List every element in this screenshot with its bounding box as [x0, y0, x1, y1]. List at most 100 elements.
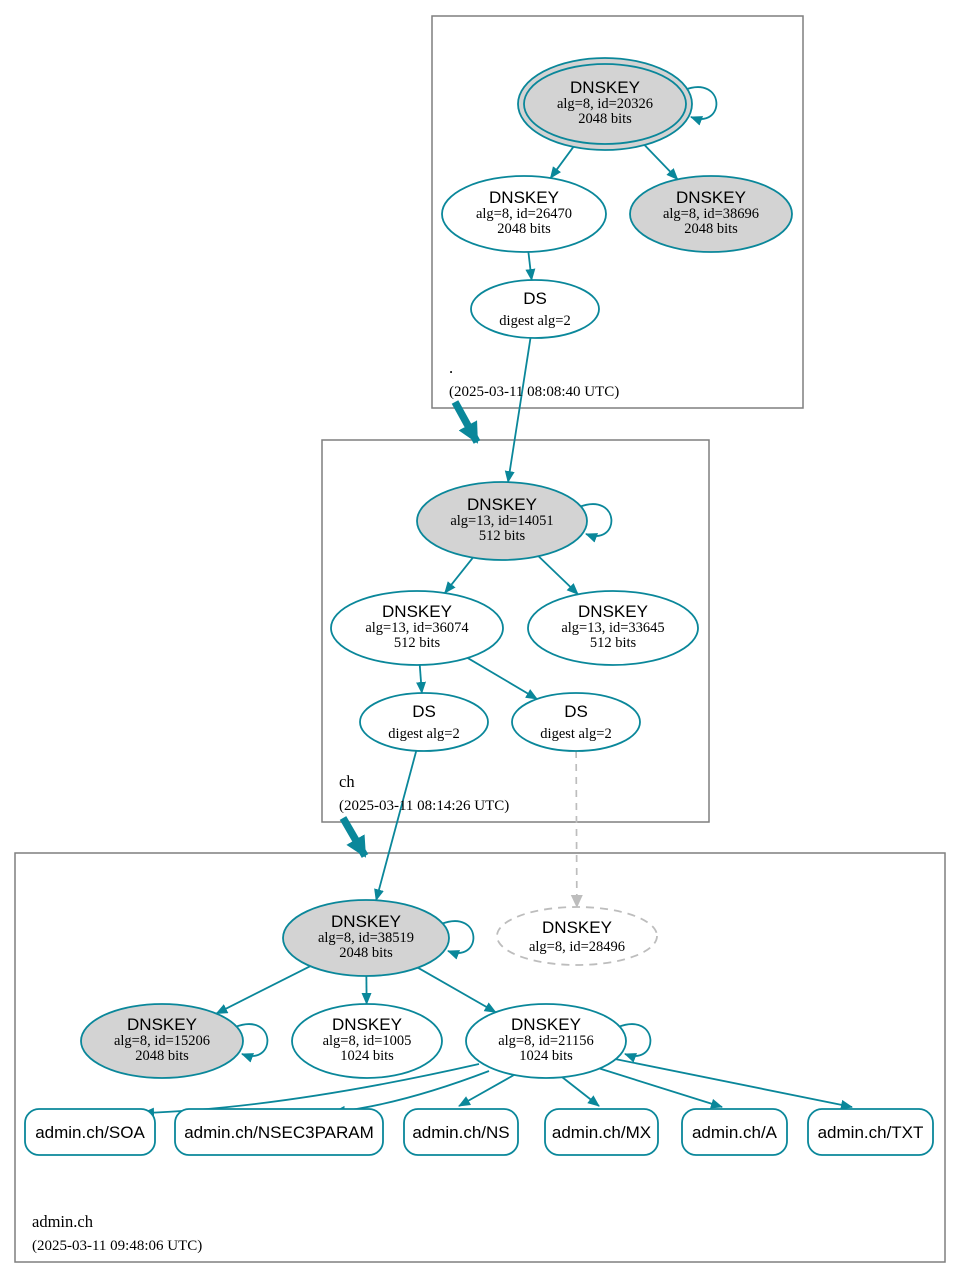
- root-ksk-20326-shape: [523, 63, 687, 145]
- adminch-ksk-38519-selfsign-arrow: [440, 920, 475, 960]
- ch-zsk-36074-shape: [330, 590, 504, 666]
- root-ksk-20326-line-2: 2048 bits: [578, 111, 632, 127]
- edge-root-zsk-26470-to-root-ds: [525, 251, 536, 282]
- rrset-txt-label: admin.ch/TXT: [818, 1123, 924, 1142]
- delegation-arrow-root-to-ch: [451, 400, 481, 444]
- ch-zsk-33645-shape: [527, 590, 699, 666]
- ch-ksk-14051-line-1: alg=13, id=14051: [450, 513, 553, 529]
- ch-ksk-14051-line-0: DNSKEY: [467, 495, 537, 514]
- root-zsk-26470-line-2: 2048 bits: [497, 221, 551, 237]
- ch-ds-left-line-1: digest alg=2: [388, 726, 459, 742]
- rrset-mx-label: admin.ch/MX: [552, 1123, 651, 1142]
- rrset-nsec3param-label: admin.ch/NSEC3PARAM: [184, 1123, 374, 1142]
- adminch-zsk-1005-line-0: DNSKEY: [332, 1015, 402, 1034]
- ch-ksk-14051-line-2: 512 bits: [479, 528, 526, 544]
- adminch-dnskey-28496-shape: [496, 906, 658, 966]
- node-rrset-mx[interactable]: admin.ch/MX: [544, 1108, 659, 1156]
- edge-adminch-ksk-38519-to-adminch-ksk-15206: [215, 965, 311, 1015]
- ch-ksk-14051-shape: [416, 481, 588, 561]
- adminch-zsk-21156-shape: [465, 1003, 627, 1079]
- edge-adminch-zsk-21156-to-rrset-txt: [614, 1058, 853, 1110]
- rrset-mx-shape: [544, 1108, 659, 1156]
- rrset-nsec3param-shape: [174, 1108, 384, 1156]
- zone-timestamp-root: (2025-03-11 08:08:40 UTC): [449, 384, 619, 400]
- zone-label-admin-ch: admin.ch: [32, 1212, 94, 1231]
- adminch-zsk-21156-selfsign-arrow: [617, 1023, 652, 1063]
- root-ksk-20326-selfsign-arrow: [683, 86, 718, 126]
- delegation-arrow-ch-to-admin-ch: [339, 816, 369, 858]
- root-zsk-26470-line-1: alg=8, id=26470: [476, 206, 572, 222]
- root-dnskey-38696-line-1: alg=8, id=38696: [663, 206, 759, 222]
- adminch-zsk-21156-line-0: DNSKEY: [511, 1015, 581, 1034]
- root-dnskey-38696-line-2: 2048 bits: [684, 221, 738, 237]
- node-rrset-ns[interactable]: admin.ch/NS: [403, 1108, 519, 1156]
- node-rrset-nsec3param[interactable]: admin.ch/NSEC3PARAM: [174, 1108, 384, 1156]
- adminch-zsk-21156-line-2: 1024 bits: [519, 1048, 573, 1064]
- edge-adminch-zsk-21156-to-rrset-ns: [458, 1074, 515, 1107]
- ch-ds-right-shape: [511, 692, 641, 752]
- node-rrset-a[interactable]: admin.ch/A: [681, 1108, 788, 1156]
- node-rrset-txt[interactable]: admin.ch/TXT: [807, 1108, 934, 1156]
- rrset-ns-shape: [403, 1108, 519, 1156]
- ch-ds-left-shape: [359, 692, 489, 752]
- rrset-a-label: admin.ch/A: [692, 1123, 778, 1142]
- rrset-a-shape: [681, 1108, 788, 1156]
- adminch-zsk-21156-line-1: alg=8, id=21156: [498, 1033, 594, 1049]
- zone-label-root: .: [449, 358, 453, 377]
- ch-zsk-36074-line-2: 512 bits: [394, 635, 441, 651]
- adminch-zsk-1005-shape: [291, 1003, 443, 1079]
- edge-root-ds-to-ch-ksk-14051: [504, 337, 532, 484]
- rrset-soa-label: admin.ch/SOA: [35, 1123, 145, 1142]
- zone-timestamp-admin-ch: (2025-03-11 09:48:06 UTC): [32, 1238, 202, 1254]
- adminch-zsk-1005-line-2: 1024 bits: [340, 1048, 394, 1064]
- node-rrset-soa[interactable]: admin.ch/SOA: [24, 1108, 156, 1156]
- adminch-dnskey-28496-line-1: alg=8, id=28496: [529, 939, 625, 955]
- edge-ch-zsk-36074-to-ch-ds-left: [416, 664, 427, 695]
- ch-zsk-36074-line-1: alg=13, id=36074: [365, 620, 469, 636]
- root-ksk-20326-line-0: DNSKEY: [570, 78, 640, 97]
- adminch-ksk-15206-line-1: alg=8, id=15206: [114, 1033, 210, 1049]
- adminch-ksk-15206-line-2: 2048 bits: [135, 1048, 189, 1064]
- root-dnskey-38696-line-0: DNSKEY: [676, 188, 746, 207]
- root-zsk-26470-shape: [441, 175, 607, 253]
- root-dnskey-38696-shape: [629, 175, 793, 253]
- rrset-txt-shape: [807, 1108, 934, 1156]
- edge-adminch-zsk-21156-to-rrset-a: [597, 1067, 723, 1109]
- adminch-ksk-38519-line-0: DNSKEY: [331, 912, 401, 931]
- zone-label-ch: ch: [339, 772, 355, 791]
- adminch-ksk-15206-shape: [80, 1003, 244, 1079]
- ch-ds-right-line-0: DS: [564, 702, 588, 721]
- rrset-soa-shape: [24, 1108, 156, 1156]
- adminch-dnskey-28496-line-0: DNSKEY: [542, 918, 612, 937]
- adminch-ksk-38519-line-1: alg=8, id=38519: [318, 930, 414, 946]
- edge-ch-ksk-14051-to-ch-zsk-36074: [444, 557, 474, 594]
- node-ch-ds-left[interactable]: DS digest alg=2: [359, 692, 489, 752]
- adminch-ksk-38519-line-2: 2048 bits: [339, 945, 393, 961]
- edge-root-ksk-20326-to-root-dnskey-38696: [639, 139, 679, 181]
- root-zsk-26470-line-0: DNSKEY: [489, 188, 559, 207]
- node-adminch-dnskey-28496[interactable]: DNSKEY alg=8, id=28496: [496, 906, 658, 966]
- adminch-ksk-15206-line-0: DNSKEY: [127, 1015, 197, 1034]
- ch-ds-left-line-0: DS: [412, 702, 436, 721]
- root-ds-shape: [470, 279, 600, 339]
- edge-ch-ds-left-to-adminch-ksk-38519: [374, 750, 418, 902]
- edge-adminch-zsk-21156-to-rrset-mx: [561, 1076, 600, 1107]
- root-ds-line-0: DS: [523, 289, 547, 308]
- ch-zsk-33645-line-2: 512 bits: [590, 635, 637, 651]
- edge-ch-ksk-14051-to-ch-zsk-33645: [537, 555, 579, 595]
- ch-zsk-36074-line-0: DNSKEY: [382, 602, 452, 621]
